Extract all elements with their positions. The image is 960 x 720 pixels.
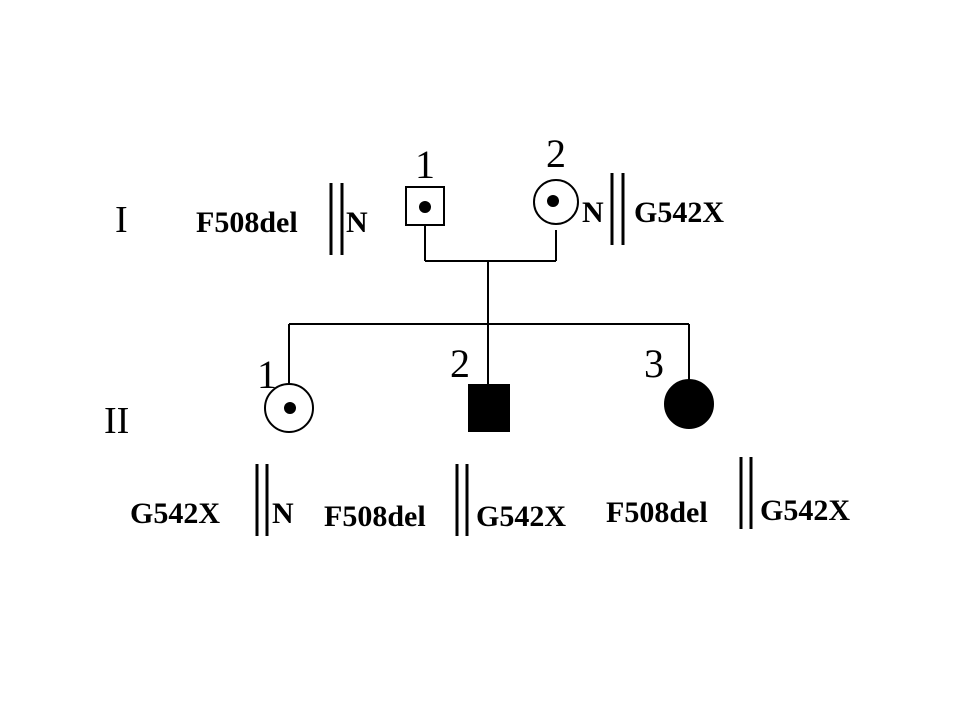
female-circle-affected	[664, 379, 714, 429]
individual-I-1: 1 F508del N	[196, 142, 445, 255]
allele-left: F508del	[324, 500, 426, 533]
individual-number: 1	[257, 352, 277, 397]
generation-label-I: I	[115, 199, 128, 241]
individual-II-2: 2 F508del G542X	[324, 341, 566, 536]
allele-right: G542X	[476, 500, 566, 533]
allele-right: G542X	[760, 494, 850, 527]
individual-number: 1	[415, 142, 435, 187]
allele-right: N	[272, 497, 294, 530]
allele-right: N	[346, 206, 368, 239]
individual-number: 2	[546, 131, 566, 176]
allele-left: G542X	[130, 497, 220, 530]
carrier-dot	[284, 402, 296, 414]
carrier-dot	[547, 195, 559, 207]
allele-right: G542X	[634, 196, 724, 229]
carrier-dot	[419, 201, 431, 213]
individual-number: 2	[450, 341, 470, 386]
allele-left: F508del	[196, 206, 298, 239]
individual-II-1: 1 G542X N	[130, 352, 314, 536]
generation-label-II: II	[104, 400, 129, 442]
male-square-affected	[468, 384, 510, 432]
individual-II-3: 3 F508del G542X	[606, 341, 850, 529]
individual-number: 3	[644, 341, 664, 386]
individual-I-2: 2 N G542X	[533, 131, 724, 245]
pedigree-lines	[288, 225, 690, 385]
allele-left: N	[582, 196, 604, 229]
allele-left: F508del	[606, 496, 708, 529]
